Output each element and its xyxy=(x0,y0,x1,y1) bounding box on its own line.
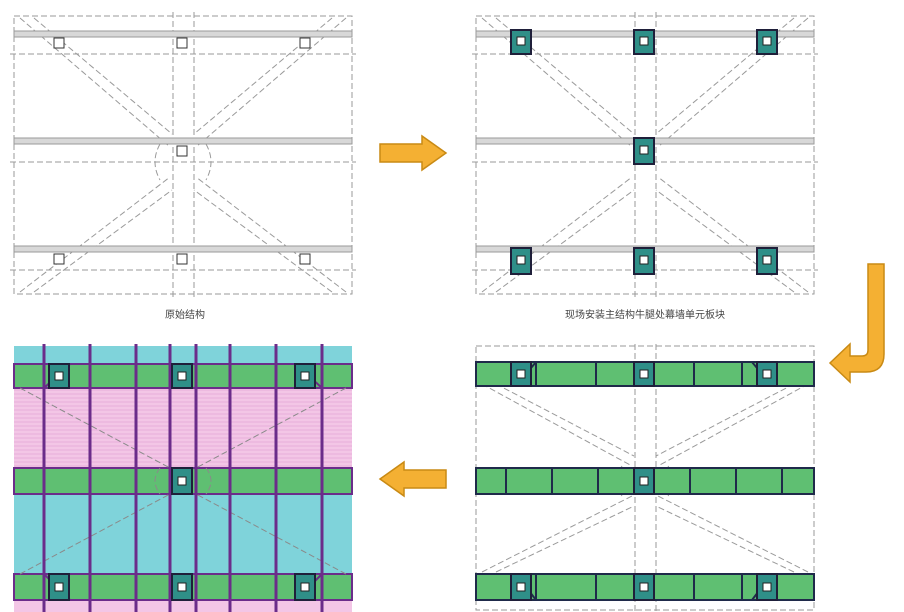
arrow-left-icon xyxy=(378,460,447,498)
floor-beams xyxy=(13,30,353,253)
arrow-down-left-icon xyxy=(828,263,885,384)
top-cyan-band xyxy=(14,346,352,364)
panel-beam-units xyxy=(475,344,815,612)
pink-spandrel-zone xyxy=(14,388,352,468)
caption-installed: 现场安装主结构牛腿处幕墙单元板块 xyxy=(565,310,725,321)
panel-original-structure xyxy=(10,12,356,298)
panel-full-curtain-wall xyxy=(13,344,353,612)
arrow-right-icon xyxy=(379,134,448,172)
panel-installed-brackets xyxy=(472,12,818,298)
cyan-vision-zone xyxy=(14,494,352,574)
mullions xyxy=(42,344,324,612)
column-brackets xyxy=(53,37,311,265)
caption-original: 原始结构 xyxy=(165,310,205,321)
